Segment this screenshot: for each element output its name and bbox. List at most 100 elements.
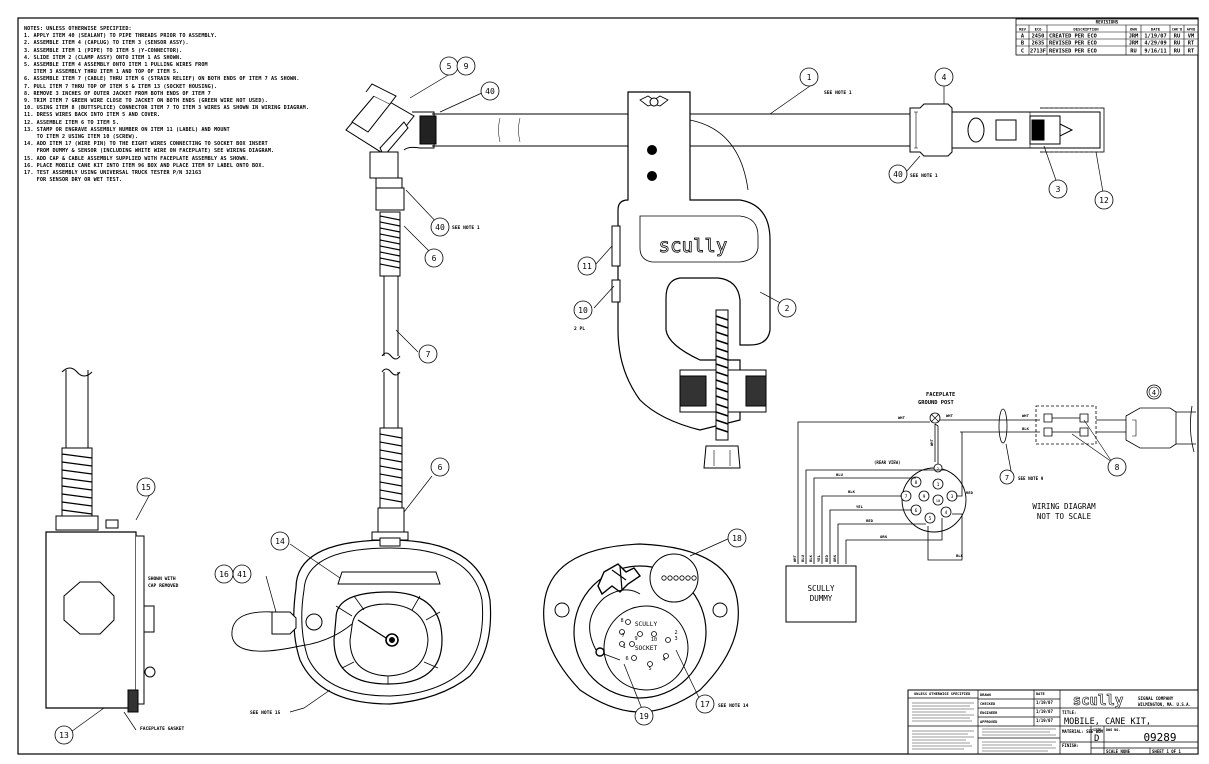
checked-label: CHECKED — [980, 702, 995, 706]
wiring-diagram — [785, 405, 1196, 623]
svg-text:10: 10 — [578, 306, 588, 315]
y-connector — [403, 111, 435, 151]
balloon-5: 5 — [439, 56, 459, 76]
svg-text:16: 16 — [219, 570, 229, 579]
svg-text:5: 5 — [648, 666, 651, 672]
title-label: TITLE: — [1062, 710, 1076, 715]
svg-text:1/19/07: 1/19/07 — [1144, 34, 1166, 40]
approved-label: APPROVED — [980, 720, 997, 724]
drawing-notes: NOTES: UNLESS OTHERWISE SPECIFIED: 1. AP… — [24, 26, 364, 184]
svg-text:15: 15 — [141, 483, 151, 492]
date-1: 1/19/07 — [1036, 700, 1053, 705]
revisions-table: REVISIONS REV ECO DESCRIPTION DWN DATE C… — [1015, 18, 1199, 56]
svg-text:4/29/09: 4/29/09 — [1144, 41, 1166, 47]
see-note-1-pipe: SEE NOTE 1 — [824, 90, 852, 96]
balloon-41: 41 — [232, 564, 252, 584]
title-block — [907, 689, 1199, 755]
svg-text:WHT: WHT — [898, 415, 906, 420]
svg-text:BLU: BLU — [800, 554, 805, 562]
strain-relief-top — [375, 187, 405, 211]
balloon-4-wiring: 4 — [1146, 384, 1162, 400]
svg-text:C: C — [1021, 49, 1024, 55]
svg-text:B: B — [1021, 41, 1024, 47]
svg-text:40: 40 — [435, 223, 445, 232]
svg-text:11: 11 — [582, 262, 592, 271]
svg-text:2713F: 2713F — [1030, 49, 1046, 55]
balloon-7-b: 7 — [999, 469, 1015, 485]
date-3: 1/19/07 — [1036, 718, 1053, 723]
svg-text:RED: RED — [824, 554, 829, 562]
see-note-1-connector: SEE NOTE 1 — [452, 225, 480, 231]
dwg-no-label: DWG NO. — [1106, 728, 1120, 732]
socket-pin-holes — [661, 575, 697, 581]
shown-with: SHOWN WITH — [148, 576, 176, 582]
note-item: 5. ASSEMBLE ITEM 4 ASSEMBLY ONTO ITEM 1 … — [24, 62, 208, 76]
svg-text:BLK: BLK — [1022, 426, 1030, 431]
wiring-title: WIRING DIAGRAM — [1032, 502, 1096, 511]
date-2: 1/19/07 — [1036, 709, 1053, 714]
svg-text:WHT: WHT — [929, 438, 934, 446]
balloon-11: 11 — [577, 256, 597, 276]
svg-text:CREATED PER ECO: CREATED PER ECO — [1049, 34, 1097, 40]
svg-text:4: 4 — [942, 73, 947, 82]
svg-text:2: 2 — [674, 630, 677, 636]
see-note-1-caplug: SEE NOTE 1 — [910, 173, 938, 179]
svg-text:1: 1 — [807, 73, 812, 82]
title-block-text: UNLESS OTHERWISE SPECIFIED DRAWN CHECKED… — [914, 692, 1191, 754]
revisions-title: REVISIONS — [1096, 20, 1119, 25]
note-item: 10. USING ITEM 8 (BUTTSPLICE) CONNECTOR … — [24, 105, 310, 112]
balloon-40-a: 40 — [480, 81, 500, 101]
svg-text:3: 3 — [1056, 185, 1061, 194]
cap-removed: CAP REMOVED — [148, 583, 179, 589]
svg-text:JRM: JRM — [1129, 34, 1139, 40]
svg-text:SCULLY: SCULLY — [635, 621, 658, 628]
finish-label: FINISH: — [1062, 743, 1079, 748]
svg-text:ORN: ORN — [880, 534, 888, 539]
svg-text:41: 41 — [237, 570, 247, 579]
svg-text:REVISED PER ECO: REVISED PER ECO — [1049, 41, 1097, 47]
drawing-title: MOBILE, CANE KIT, — [1064, 717, 1151, 727]
note-item: 13. STAMP OR ENGRAVE ASSEMBLY NUMBER ON … — [24, 126, 230, 141]
socket-pin-labels: 8 7 9 10 3 2 4 5 6 1 — [620, 618, 677, 672]
svg-text:YEL: YEL — [856, 504, 864, 509]
svg-text:WHT: WHT — [792, 554, 797, 562]
dwg-no: 09289 — [1143, 731, 1176, 744]
sheet-label: SHEET 1 OF 1 — [1152, 749, 1181, 754]
balloon-18: 18 — [727, 528, 747, 548]
rev-row-a: A 2450 CREATED PER ECO JRM 1/19/07 RU VM — [1021, 34, 1194, 40]
svg-text:40: 40 — [893, 170, 903, 179]
svg-text:2635: 2635 — [1032, 41, 1045, 47]
balloon-19: 19 — [634, 706, 654, 726]
rev-header-apvd: APVD — [1187, 28, 1195, 32]
svg-text:10: 10 — [936, 498, 941, 503]
balloon-8: 8 — [1107, 457, 1127, 477]
see-note-15: SEE NOTE 15 — [250, 710, 281, 716]
balloon-14: 14 — [270, 531, 290, 551]
rear-view-label: (REAR VIEW) — [874, 460, 901, 465]
callout-text: SEE NOTE 1 SEE NOTE 1 SEE NOTE 1 2 PL SE… — [140, 90, 1044, 732]
svg-text:8: 8 — [620, 618, 623, 624]
svg-text:12: 12 — [1099, 196, 1109, 205]
svg-text:REVISED PER ECO: REVISED PER ECO — [1049, 49, 1097, 55]
svg-text:4: 4 — [1152, 389, 1156, 397]
svg-text:7: 7 — [905, 494, 908, 500]
svg-text:13: 13 — [59, 731, 69, 740]
svg-text:BLK: BLK — [848, 489, 856, 494]
note-item: 6. ASSEMBLE ITEM 7 (CABLE) THRU ITEM 6 (… — [24, 76, 300, 83]
balloon-leaders — [67, 73, 1105, 735]
cane-assembly — [345, 83, 1105, 541]
svg-text:6: 6 — [625, 656, 628, 662]
rev-header-rev: REV — [1019, 27, 1027, 32]
socket-housing-side — [45, 367, 156, 713]
note-item: 12. ASSEMBLE ITEM 6 TO ITEM 5. — [24, 119, 120, 126]
balloon-7-a: 7 — [418, 344, 438, 364]
balloon-40-c: 40 — [430, 217, 450, 237]
svg-text:2: 2 — [785, 304, 790, 313]
svg-text:RED: RED — [966, 490, 974, 495]
engineer-label: ENGINEER — [980, 711, 998, 715]
caplug — [909, 103, 953, 157]
svg-text:RU: RU — [1174, 49, 1180, 55]
svg-text:40: 40 — [485, 87, 495, 96]
balloon-2: 2 — [777, 298, 797, 318]
note-item: 9. TRIM ITEM 7 GREEN WIRE CLOSE TO JACKE… — [24, 98, 268, 105]
